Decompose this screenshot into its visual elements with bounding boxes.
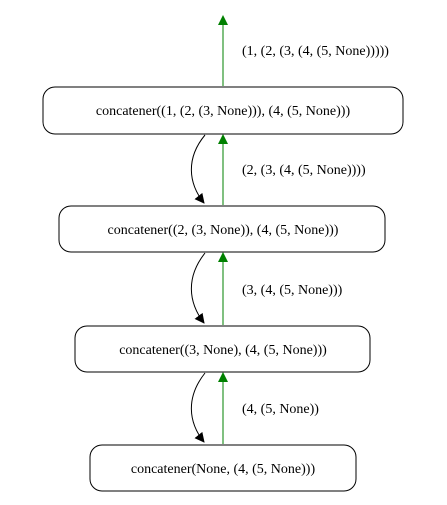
call-node-1: concatener((2, (3, None)), (4, (5, None)… [58,205,386,253]
return-label-3: (4, (5, None)) [242,402,319,417]
call-node-label: concatener((1, (2, (3, None))), (4, (5, … [96,104,351,119]
call-edge-1 [190,252,206,324]
return-label-2: (3, (4, (5, None))) [242,283,343,298]
call-edge-2 [190,372,206,443]
return-label-0: (1, (2, (3, (4, (5, None))))) [242,44,389,59]
call-node-0: concatener((1, (2, (3, None))), (4, (5, … [42,86,404,135]
return-label-1: (2, (3, (4, (5, None)))) [242,163,366,178]
call-node-label: concatener(None, (4, (5, None))) [131,462,316,477]
call-edge-0 [190,134,206,204]
call-node-label: concatener((3, None), (4, (5, None))) [119,343,327,358]
call-node-2: concatener((3, None), (4, (5, None))) [74,325,371,373]
call-node-label: concatener((2, (3, None)), (4, (5, None)… [108,223,339,238]
call-node-3: concatener(None, (4, (5, None))) [89,444,357,492]
